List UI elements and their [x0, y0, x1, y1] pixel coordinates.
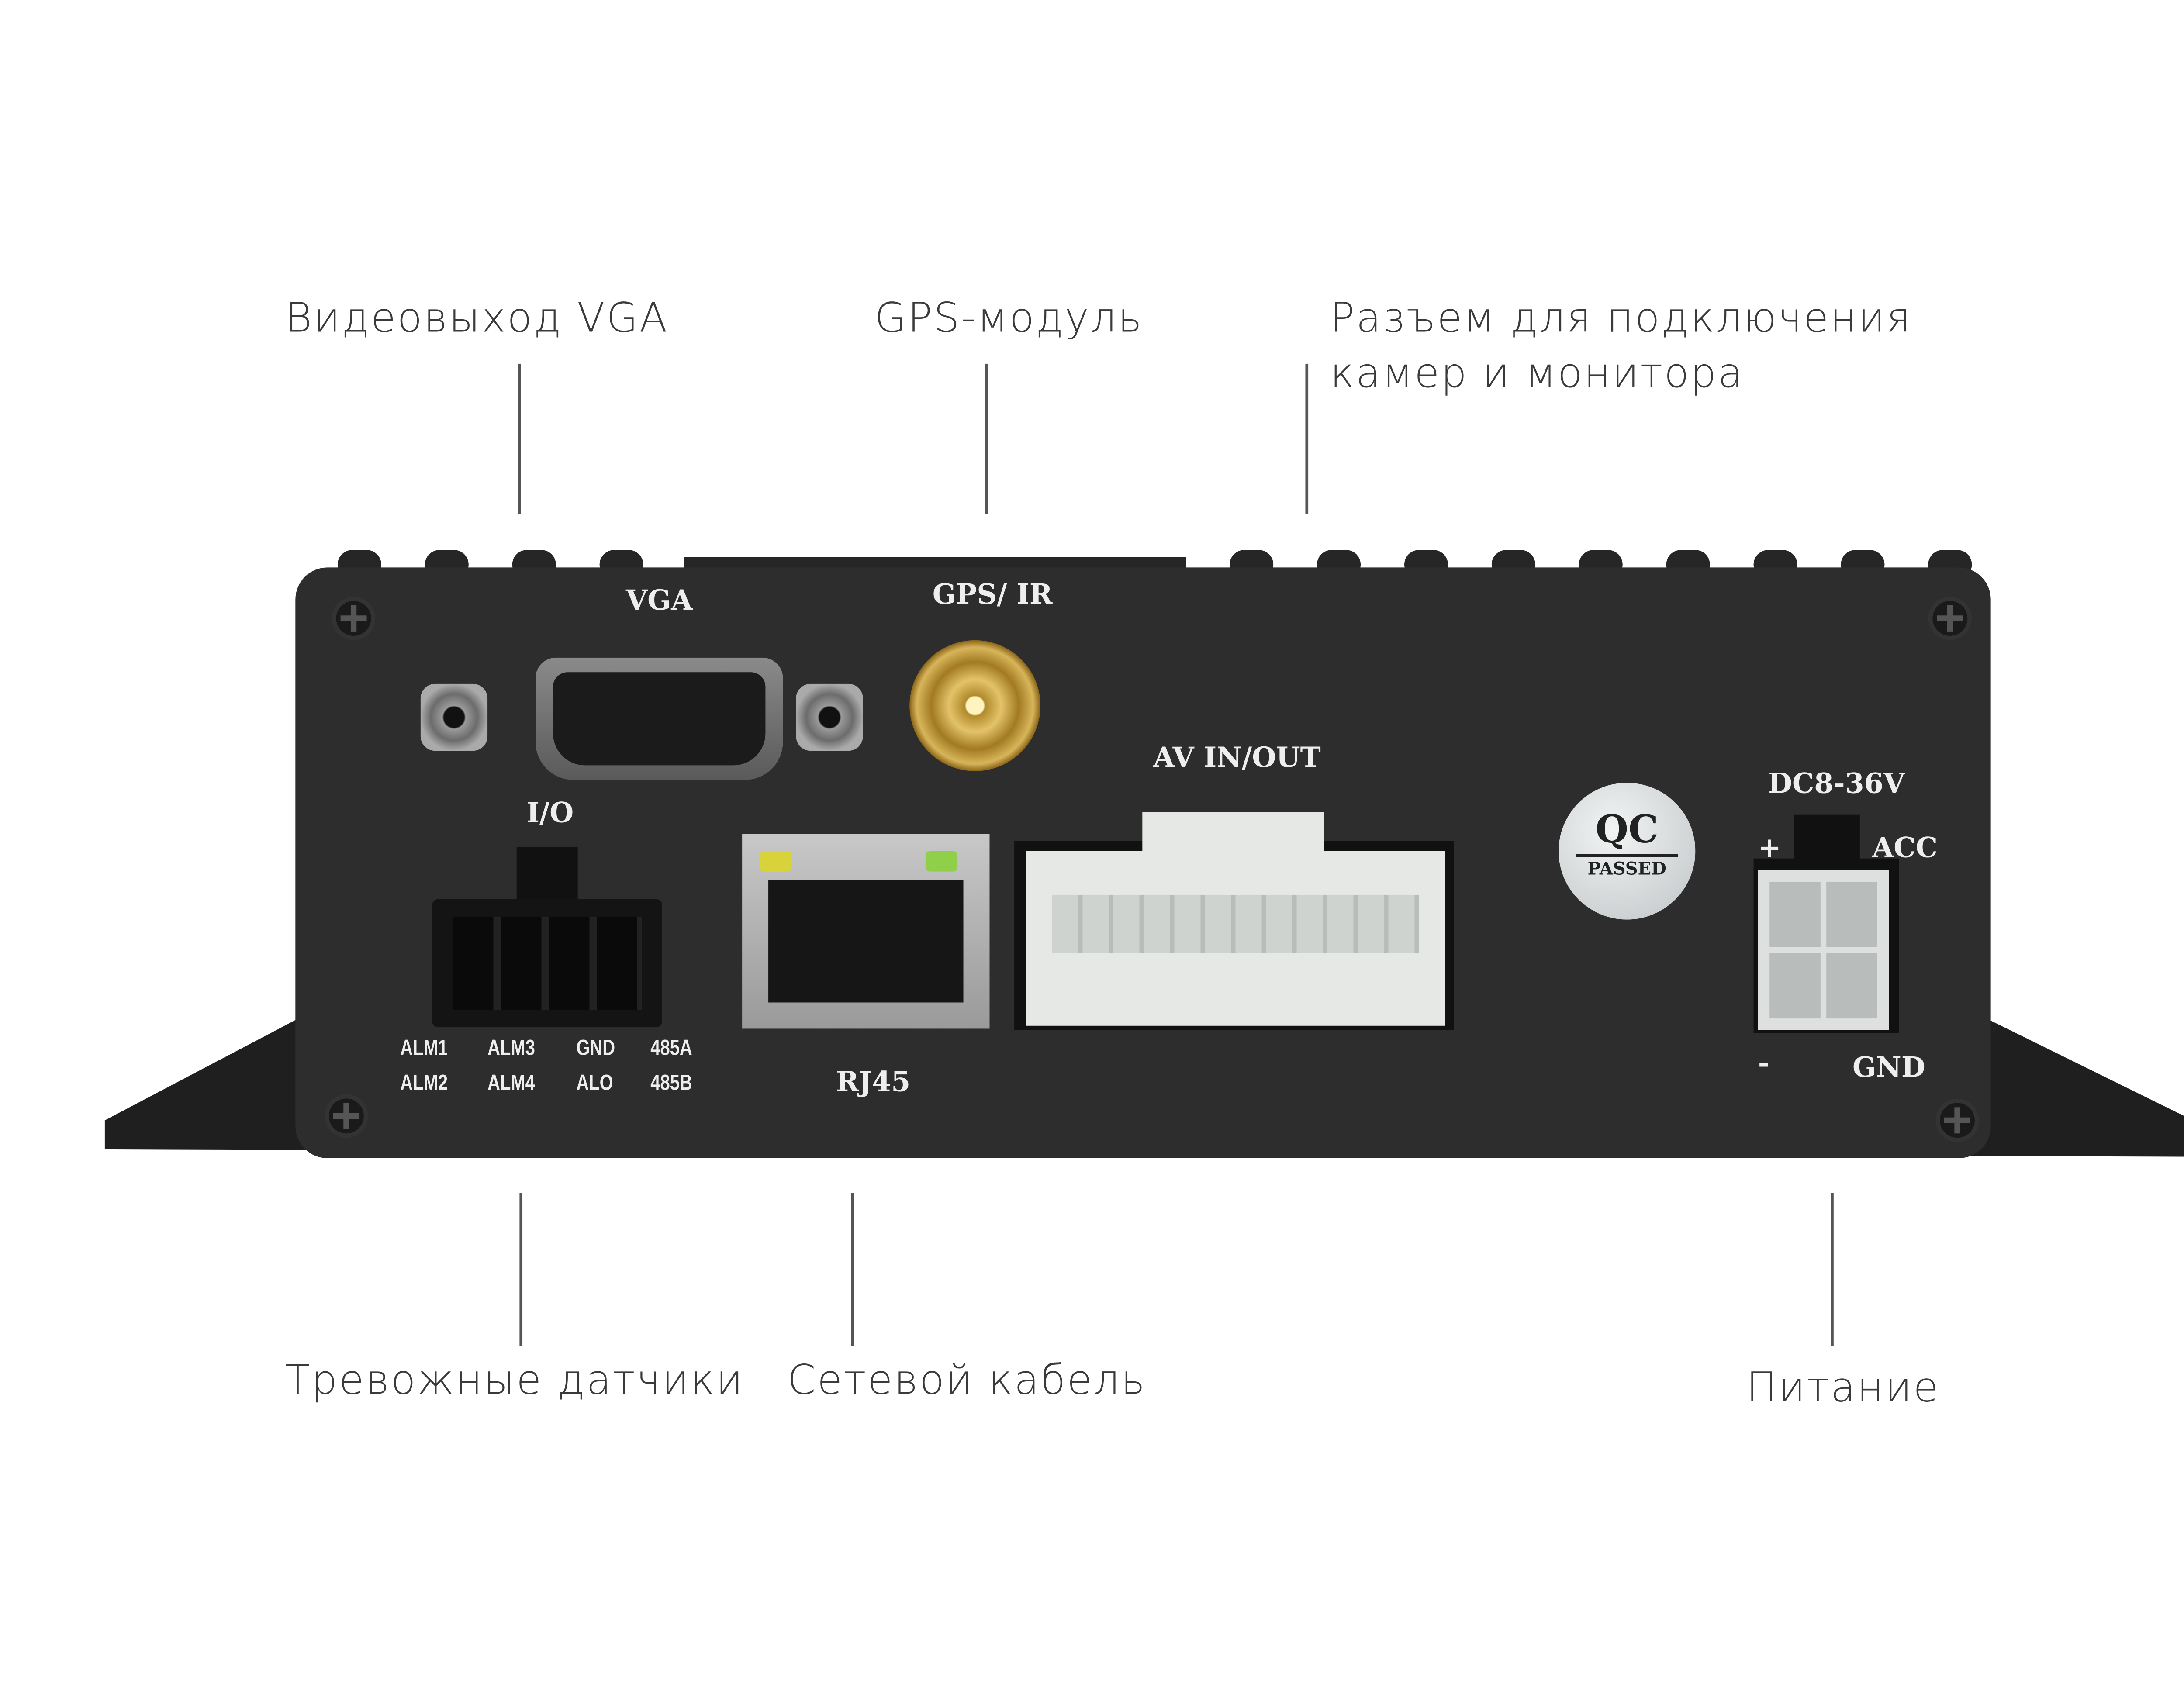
- label-vga: VGA: [626, 585, 693, 617]
- label-rj45: RJ45: [836, 1066, 911, 1099]
- gps-antenna-connector[interactable]: [909, 640, 1041, 771]
- leader-line: [1305, 363, 1308, 514]
- screw-icon: [332, 596, 376, 640]
- io-pin-alo: ALO: [576, 1071, 613, 1096]
- led-yellow: [760, 851, 792, 872]
- io-pin-485a: 485A: [650, 1036, 692, 1061]
- av-latch: [1142, 812, 1324, 856]
- io-pin-485b: 485B: [650, 1071, 692, 1096]
- power-connector[interactable]: [1758, 870, 1889, 1030]
- label-gps-ir: GPS/ IR: [932, 579, 1053, 611]
- label-io: I/O: [526, 797, 574, 830]
- screw-icon: [324, 1094, 368, 1138]
- label-plus: +: [1758, 832, 1781, 864]
- callout-gps: GPS-модуль: [874, 293, 1144, 342]
- label-av: AV IN/OUT: [1153, 742, 1321, 774]
- io-pin-alm1: ALM1: [400, 1036, 448, 1061]
- leader-line: [1831, 1193, 1833, 1346]
- leader-line: [519, 1193, 522, 1346]
- label-dc: DC8-36V: [1768, 768, 1905, 801]
- rj45-port[interactable]: [742, 834, 990, 1029]
- leader-line: [851, 1193, 854, 1346]
- qc-passed-text: PASSED: [1587, 858, 1666, 879]
- led-green: [925, 851, 958, 872]
- io-pin-gnd: GND: [576, 1036, 615, 1061]
- leader-line: [518, 363, 521, 514]
- screw-icon: [1935, 1098, 1979, 1142]
- leader-line: [985, 363, 988, 514]
- label-gnd: GND: [1852, 1052, 1925, 1084]
- callout-network: Сетевой кабель: [787, 1356, 1147, 1404]
- callout-vga: Видеовыход VGA: [285, 293, 669, 342]
- io-connector[interactable]: [432, 899, 662, 1028]
- vga-standoff: [796, 683, 863, 751]
- callout-av-line1: Разъем для подключения: [1330, 293, 1912, 342]
- callout-av-line2: камер и монитора: [1330, 349, 1745, 397]
- label-minus: -: [1758, 1047, 1770, 1080]
- io-pin-alm4: ALM4: [487, 1071, 535, 1096]
- io-pin-alm2: ALM2: [400, 1071, 448, 1096]
- screw-icon: [1928, 596, 1972, 640]
- qc-text: QC: [1595, 809, 1659, 853]
- io-pin-alm3: ALM3: [487, 1036, 535, 1061]
- vga-standoff: [420, 683, 488, 751]
- io-latch: [516, 846, 578, 905]
- av-connector[interactable]: [1026, 851, 1445, 1026]
- callout-alarm: Тревожные датчики: [285, 1356, 745, 1404]
- callout-power: Питание: [1746, 1363, 1940, 1412]
- label-acc: ACC: [1872, 832, 1938, 864]
- vga-port[interactable]: [536, 657, 783, 780]
- qc-sticker: QC PASSED: [1559, 783, 1696, 920]
